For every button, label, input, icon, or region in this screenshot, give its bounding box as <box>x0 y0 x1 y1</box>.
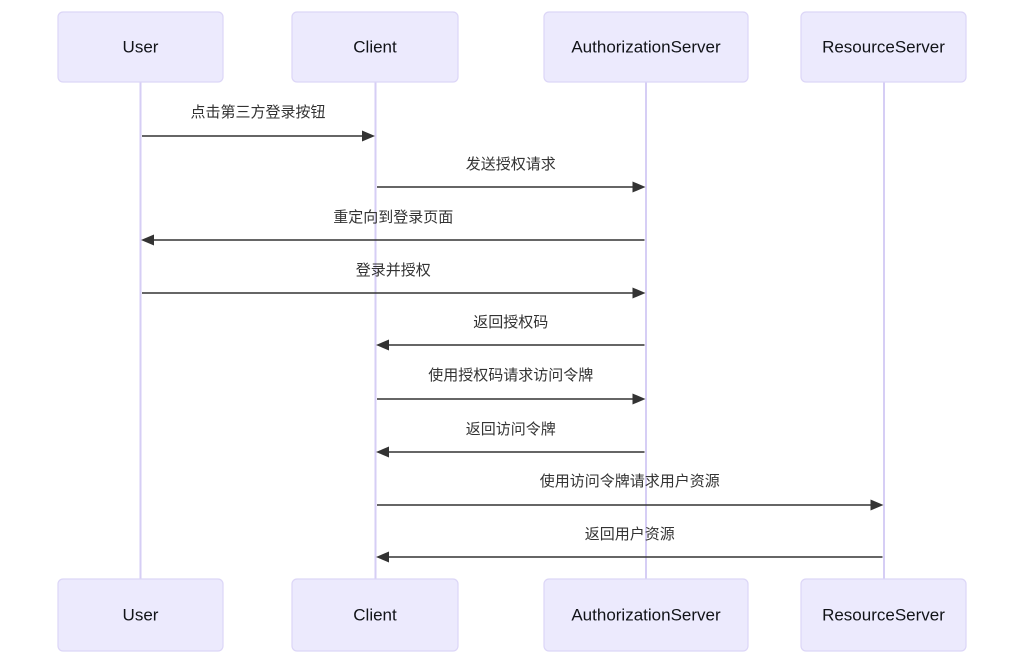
message-arrowhead-5 <box>376 339 389 351</box>
actor-box-user-top <box>57 11 224 83</box>
actor-user-top[interactable]: User <box>57 11 224 83</box>
actor-authz-bottom[interactable]: AuthorizationServer <box>543 578 749 652</box>
actor-box-client-top <box>291 11 459 83</box>
lifelines-layer <box>139 82 885 579</box>
message-arrowhead-3 <box>141 234 154 246</box>
actor-box-user-bottom <box>57 578 224 652</box>
message-3: 重定向到登录页面 <box>141 209 645 246</box>
message-label-3: 重定向到登录页面 <box>333 209 453 226</box>
message-arrowhead-1 <box>362 130 375 142</box>
message-7: 返回访问令牌 <box>376 421 645 458</box>
bottom-actor-boxes: User Client AuthorizationServer ResourceSer… <box>57 578 967 652</box>
message-label-5: 返回授权码 <box>473 314 548 331</box>
message-6: 使用授权码请求访问令牌 <box>377 367 646 405</box>
message-arrowhead-6 <box>632 393 646 405</box>
message-label-7: 返回访问令牌 <box>466 421 556 438</box>
actor-box-authz-bottom <box>543 578 749 652</box>
actor-label-resrv-bottom: ResourceServer <box>822 605 945 624</box>
messages-layer: 点击第三方登录按钮发送授权请求重定向到登录页面登录并授权返回授权码使用授权码请求… <box>141 103 884 563</box>
actor-user-bottom[interactable]: User <box>57 578 224 652</box>
message-label-4: 登录并授权 <box>356 262 431 279</box>
message-9: 返回用户资源 <box>376 526 883 563</box>
actor-client-top[interactable]: Client <box>291 11 459 83</box>
actor-label-user-bottom: User <box>123 605 159 624</box>
message-label-2: 发送授权请求 <box>466 156 556 173</box>
actor-label-user-top: User <box>123 37 159 56</box>
message-arrowhead-7 <box>376 446 389 458</box>
actor-resrv-top[interactable]: ResourceServer <box>800 11 967 83</box>
actor-box-authz-top <box>543 11 749 83</box>
message-4: 登录并授权 <box>142 262 646 299</box>
actor-client-bottom[interactable]: Client <box>291 578 459 652</box>
actor-box-resrv-top <box>800 11 967 83</box>
actor-label-authz-bottom: AuthorizationServer <box>571 605 721 624</box>
message-arrowhead-8 <box>870 499 884 511</box>
actor-label-authz-top: AuthorizationServer <box>571 37 721 56</box>
message-1: 点击第三方登录按钮 <box>142 103 375 142</box>
actor-authz-top[interactable]: AuthorizationServer <box>543 11 749 83</box>
message-arrowhead-9 <box>376 551 389 563</box>
actor-label-client-bottom: Client <box>353 605 397 624</box>
message-label-8: 使用访问令牌请求用户资源 <box>540 473 720 490</box>
message-2: 发送授权请求 <box>377 156 646 193</box>
message-label-9: 返回用户资源 <box>585 526 675 543</box>
actor-label-resrv-top: ResourceServer <box>822 37 945 56</box>
top-actor-boxes: User Client AuthorizationServer ResourceSer… <box>57 11 967 83</box>
message-5: 返回授权码 <box>376 314 645 351</box>
actor-label-client-top: Client <box>353 37 397 56</box>
actor-resrv-bottom[interactable]: ResourceServer <box>800 578 967 652</box>
message-8: 使用访问令牌请求用户资源 <box>377 473 884 511</box>
actor-box-client-bottom <box>291 578 459 652</box>
actor-box-resrv-bottom <box>800 578 967 652</box>
message-arrowhead-2 <box>632 181 646 193</box>
message-arrowhead-4 <box>632 287 646 299</box>
message-label-6: 使用授权码请求访问令牌 <box>428 367 593 384</box>
message-label-1: 点击第三方登录按钮 <box>190 103 325 121</box>
